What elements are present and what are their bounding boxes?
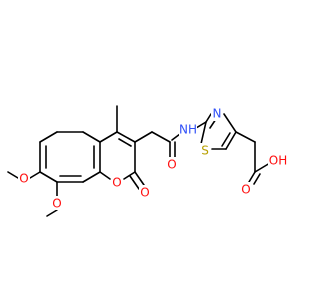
bond xyxy=(200,121,207,145)
label-mask xyxy=(18,171,30,185)
thiazole-sulfur: S xyxy=(201,144,209,158)
label-mask xyxy=(211,107,223,121)
bond xyxy=(39,171,58,183)
bond xyxy=(254,162,271,173)
structure-svg: O O O O O NH N S O OH xyxy=(7,105,288,217)
label-mask xyxy=(139,185,151,199)
bond xyxy=(248,171,256,183)
double-bond xyxy=(118,138,132,147)
thiazole-nitrogen: N xyxy=(213,107,222,121)
label-mask xyxy=(179,122,197,136)
bond xyxy=(46,209,58,217)
bond xyxy=(99,131,118,143)
label-mask xyxy=(240,182,252,196)
molecule-diagram: O O O O O NH N S O OH xyxy=(7,105,288,217)
label-mask xyxy=(166,157,178,171)
bond xyxy=(7,171,19,179)
methoxy-oxygen-7: O xyxy=(19,172,28,186)
bond xyxy=(171,133,181,141)
double-bond xyxy=(129,175,140,190)
bond xyxy=(134,171,145,186)
bond xyxy=(195,121,207,129)
acid-hydroxyl: OH xyxy=(269,154,287,168)
bond xyxy=(82,131,101,143)
bond xyxy=(223,113,237,133)
thiazole-ring xyxy=(200,113,237,150)
methoxy-groups xyxy=(7,171,58,217)
benzene-ring xyxy=(39,131,101,183)
bond xyxy=(39,131,58,143)
lactone-carbonyl-oxygen: O xyxy=(140,186,149,200)
methoxy-oxygen-8: O xyxy=(52,197,61,211)
label-mask xyxy=(51,196,63,210)
bond xyxy=(82,171,101,183)
acetic-acid-chain xyxy=(235,131,271,185)
amide-nitrogen: NH xyxy=(179,123,197,137)
double-bond xyxy=(253,173,261,185)
bond xyxy=(205,113,212,123)
acid-carbonyl-oxygen: O xyxy=(241,183,250,197)
double-bond xyxy=(221,132,231,147)
atom-labels: O O O O O NH N S O OH xyxy=(18,107,288,211)
label-mask xyxy=(199,143,211,157)
bond xyxy=(225,131,237,150)
bond xyxy=(99,171,111,180)
bond xyxy=(116,131,136,143)
bond xyxy=(151,131,171,143)
pyranone-ring xyxy=(99,105,145,190)
bond xyxy=(235,131,256,143)
amide-linker xyxy=(134,121,207,158)
label-mask xyxy=(111,175,123,189)
amide-carbonyl-oxygen: O xyxy=(167,158,176,172)
label-mask xyxy=(268,153,288,167)
bond xyxy=(29,171,41,179)
ring-oxygen: O xyxy=(112,176,121,190)
bond xyxy=(134,131,153,143)
